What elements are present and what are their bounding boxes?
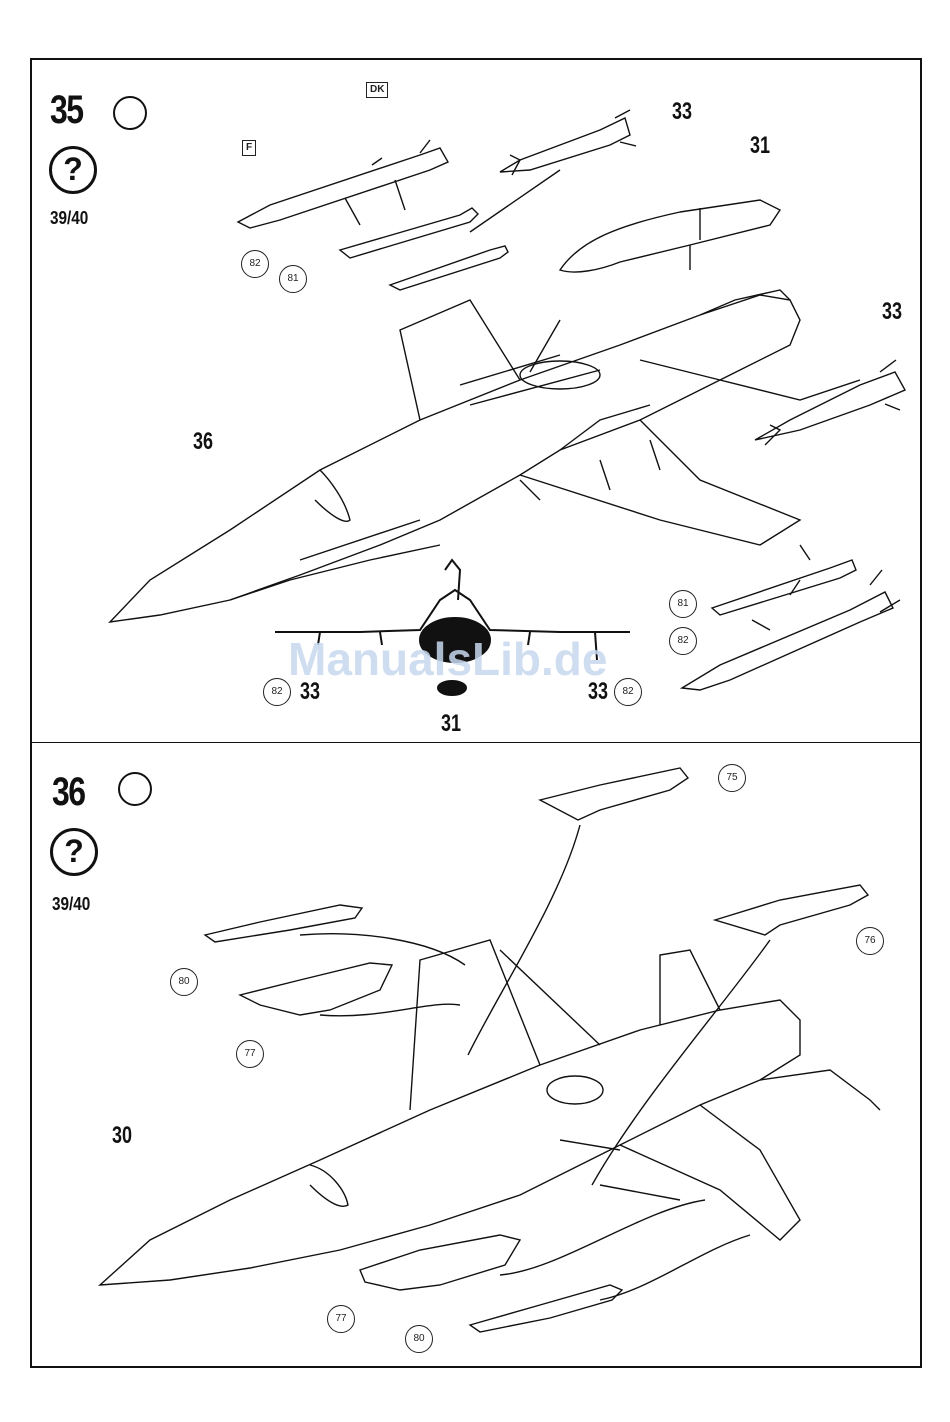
part-circle-81-right: 81 <box>669 590 697 618</box>
fuel-tank-31 <box>560 200 780 272</box>
part-30: 30 <box>112 1122 132 1150</box>
part-circle-77-bottom: 77 <box>327 1305 355 1333</box>
part-circle-80-bottom: 80 <box>405 1325 433 1353</box>
part-circle-82-right: 82 <box>669 627 697 655</box>
part-31-top: 31 <box>750 132 770 160</box>
missile-33-right <box>755 360 905 445</box>
part-36: 36 <box>193 428 213 456</box>
part-circle-82-front-left: 82 <box>263 678 291 706</box>
glue-icon <box>118 772 152 806</box>
pylon-76 <box>715 885 868 935</box>
flag-dk: DK <box>366 82 388 98</box>
pylon-80-top <box>205 905 362 942</box>
part-33-top: 33 <box>672 98 692 126</box>
step35-aircraft <box>110 290 860 622</box>
question-mark-icon: ? <box>49 146 97 194</box>
part-33-right: 33 <box>882 298 902 326</box>
missile-33-top <box>500 110 636 175</box>
part-31-front: 31 <box>441 710 461 738</box>
watermark: ManualsLib.de <box>288 632 607 686</box>
flag-f: F <box>242 140 256 156</box>
step-35-number: 35 <box>50 88 82 133</box>
launcher-81-bottom <box>712 560 856 615</box>
step-36-number: 36 <box>52 770 84 815</box>
pylon-77-top <box>240 963 392 1015</box>
part-circle-81: 81 <box>279 265 307 293</box>
missile-82-top <box>238 140 448 228</box>
part-circle-76: 76 <box>856 927 884 955</box>
step36-aircraft <box>100 940 880 1285</box>
missile-82-bottom <box>682 570 900 690</box>
part-circle-82: 82 <box>241 250 269 278</box>
pylon-80-bottom <box>470 1285 622 1332</box>
question-mark-icon: ? <box>50 828 98 876</box>
part-circle-80-top: 80 <box>170 968 198 996</box>
step-35-versions: 39/40 <box>50 208 88 229</box>
glue-icon <box>113 96 147 130</box>
part-circle-77-top: 77 <box>236 1040 264 1068</box>
pylon-75 <box>540 768 688 820</box>
pylon-77-bottom <box>360 1235 520 1290</box>
part-circle-82-front-right: 82 <box>614 678 642 706</box>
part-circle-75: 75 <box>718 764 746 792</box>
launcher-81-top <box>340 208 508 290</box>
step-36-versions: 39/40 <box>52 894 90 915</box>
